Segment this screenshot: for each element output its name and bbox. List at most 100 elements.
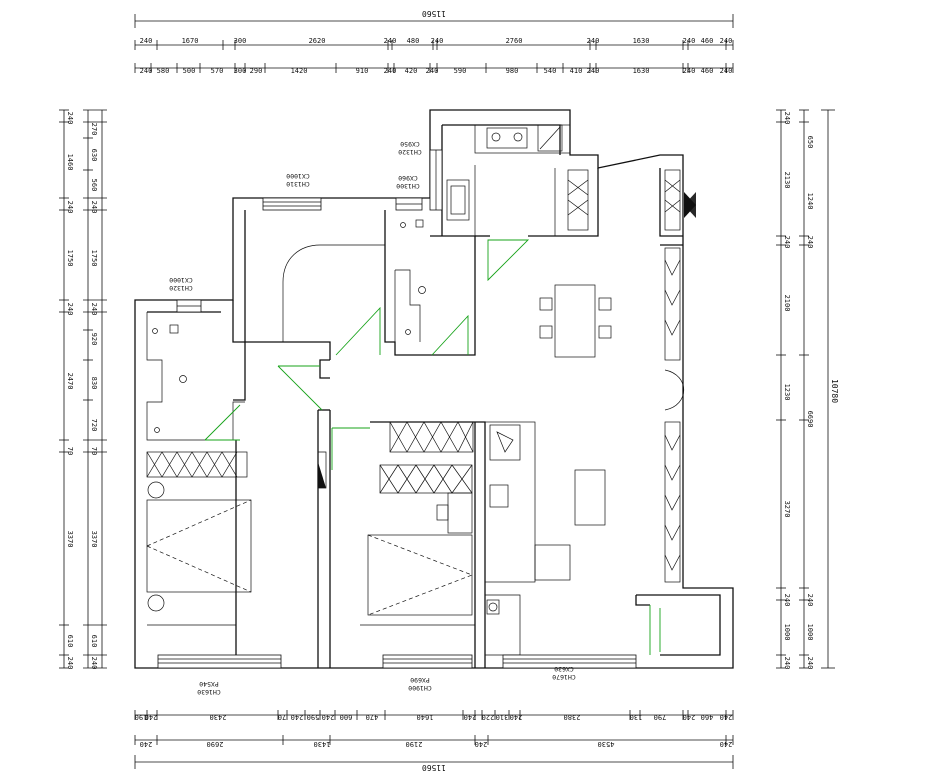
- bed-2: [367, 534, 473, 616]
- living-room-furniture: [484, 421, 606, 615]
- nightstand-1-icon: [147, 481, 165, 499]
- top-dim-2: 1670: [182, 37, 199, 45]
- right-dim-3: 240: [783, 236, 791, 249]
- top-dim-1: 240: [140, 37, 153, 45]
- right-dim2-3: 240: [806, 236, 814, 249]
- left-dim2-6: 240: [90, 303, 98, 316]
- top-dim2-4: 570: [211, 67, 224, 75]
- left-dim2-11: 3370: [90, 531, 98, 548]
- top-dimension-lines: [134, 14, 734, 73]
- mid-bath-drain-2: [405, 329, 411, 335]
- right-dim-5: 1230: [783, 384, 791, 401]
- left-dim2-10: 70: [90, 447, 98, 455]
- left-bath-drain: [154, 427, 160, 433]
- top-dim-9: 240: [587, 37, 600, 45]
- left-dim2-5: 1750: [90, 250, 98, 267]
- left-dim-5: 240: [66, 303, 74, 316]
- bottom-dim2-7: 240: [322, 713, 335, 721]
- label-bottom-left-2: PX540: [199, 680, 219, 688]
- right-dim2-2: 1240: [806, 193, 814, 210]
- top-dim2-11: 240: [426, 67, 439, 75]
- right-dim-9: 240: [783, 657, 791, 670]
- top-dim2-3: 500: [183, 67, 196, 75]
- bottom-dimension-lines: [134, 710, 734, 769]
- top-dim2-2: 580: [157, 67, 170, 75]
- top-dim-8: 2760: [506, 37, 523, 45]
- right-dim2-7: 240: [806, 657, 814, 670]
- bottom-dim-3: 1430: [314, 740, 331, 748]
- bottom-dim2-6: 590: [307, 713, 320, 721]
- right-dim-4: 2100: [783, 295, 791, 312]
- left-dim2-7: 920: [90, 333, 98, 346]
- label-bottom-right-2: CX630: [554, 665, 574, 673]
- left-dim-2: 1460: [66, 154, 74, 171]
- door-middle-room: [335, 306, 381, 356]
- right-dim2-4: 6690: [806, 411, 814, 428]
- sofa: [484, 421, 536, 583]
- right-dimension-lines: [776, 109, 835, 669]
- dining-chair-2: [539, 325, 553, 339]
- top-dim2-19: 460: [701, 67, 714, 75]
- bottom-dim2-16: 130: [630, 713, 643, 721]
- corridor-marker: [317, 451, 327, 489]
- bottom-dimension-row2: 190 240 2430 70 240 590 240 600 470 1640…: [135, 713, 733, 721]
- burner-right-icon: [513, 132, 523, 142]
- left-bath-toilet: [179, 375, 187, 383]
- bottom-dim2-11: 240: [464, 713, 477, 721]
- left-dim2-12: 610: [90, 635, 98, 648]
- top-dimension-row1: 240 1670 300 2620 240 480 240 2760 240 1…: [140, 37, 733, 45]
- door-kitchen: [487, 239, 530, 282]
- left-dim2-8: 830: [90, 377, 98, 390]
- stove: [486, 127, 528, 149]
- left-dim2-3: 560: [90, 179, 98, 192]
- bathroom-fixtures: [152, 219, 426, 433]
- bottom-dim2-9: 470: [366, 713, 379, 721]
- door-balcony: [649, 605, 661, 655]
- window-bottom-mid: [382, 654, 473, 669]
- bottom-dim-7: 240: [720, 740, 733, 748]
- bottom-dim2-1: 190: [135, 713, 148, 721]
- top-dim-5: 240: [384, 37, 397, 45]
- top-total-dimension: 11560: [422, 9, 446, 18]
- bottom-dim2-20: 240: [720, 713, 733, 721]
- right-dim-1: 240: [783, 112, 791, 125]
- top-dim-3: 300: [234, 37, 247, 45]
- bottom-dim-5: 240: [475, 740, 488, 748]
- window-bottom-left: [157, 654, 282, 669]
- bottom-dim2-17: 790: [654, 713, 667, 721]
- door-middle-bath: [431, 314, 469, 356]
- bottom-dim2-3: 2430: [210, 713, 227, 721]
- top-dim-11: 240: [683, 37, 696, 45]
- bedroom-2-furniture: [367, 492, 473, 616]
- left-dim-8: 3370: [66, 531, 74, 548]
- bottom-dimension-row1: 240 2690 1430 2190 240 4530 240: [140, 740, 733, 748]
- wardrobe-bedroom-1: [146, 451, 248, 478]
- right-dim-6: 3270: [783, 501, 791, 518]
- top-dim2-7: 1420: [291, 67, 308, 75]
- label-room-top-1: CH1310: [286, 180, 310, 188]
- left-dim-10: 240: [66, 657, 74, 670]
- door-left-bath: [204, 404, 241, 441]
- bottom-dim2-8: 600: [340, 713, 353, 721]
- stove-counter: [474, 124, 571, 154]
- window-room-top: [262, 197, 322, 211]
- label-bottom-mid-1: CH1900: [408, 684, 432, 692]
- label-bottom-mid-2: PX690: [410, 676, 430, 684]
- right-dim-7: 240: [783, 594, 791, 607]
- label-bath-top-2: CX960: [398, 174, 418, 182]
- dining-furniture: [539, 284, 612, 358]
- left-dim-3: 240: [66, 201, 74, 214]
- fridge: [537, 124, 563, 152]
- dining-chair-1: [539, 297, 553, 311]
- left-bath-fan-icon: [169, 324, 179, 334]
- label-left-bath-2: CX1000: [169, 276, 193, 284]
- top-dim2-13: 980: [506, 67, 519, 75]
- bottom-dim-4: 2190: [406, 740, 423, 748]
- left-bath-drain-2: [152, 328, 158, 334]
- left-dim-9: 610: [66, 635, 74, 648]
- right-wall-cabinets: [664, 169, 696, 583]
- left-dim-6: 2470: [66, 373, 74, 390]
- mid-bath-toilet: [418, 286, 426, 294]
- label-left-bath-1: CH1320: [169, 284, 193, 292]
- left-dimension-outer: 240 1460 240 1750 240 2470 70 3370 610 2…: [66, 112, 74, 670]
